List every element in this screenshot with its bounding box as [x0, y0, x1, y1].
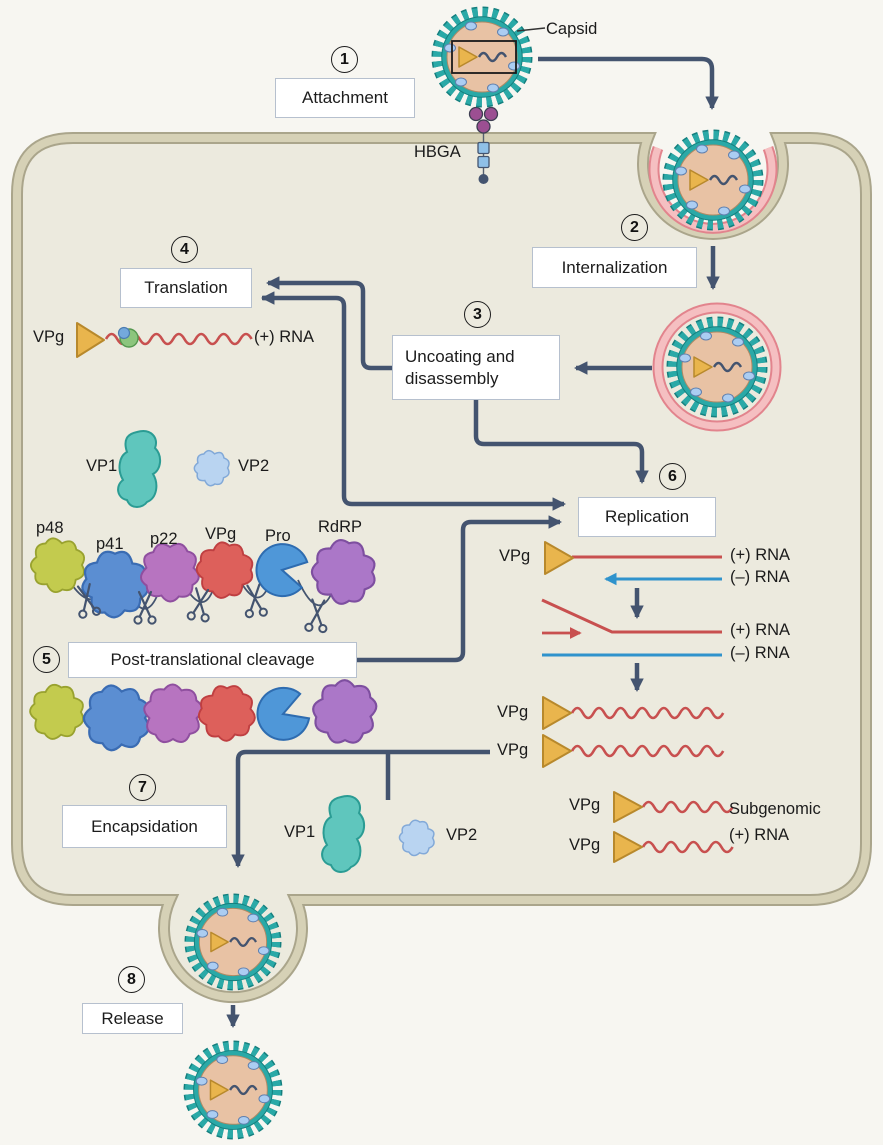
virion-released: [190, 1047, 276, 1133]
cell-membrane: [11, 132, 872, 1004]
step-box-attachment: Attachment: [275, 78, 415, 118]
step-box-uncoating: Uncoating and disassembly: [392, 335, 560, 400]
step-box-encapsidation: Encapsidation: [62, 805, 227, 848]
step-number-3: 3: [464, 301, 491, 328]
step-box-release: Release: [82, 1003, 183, 1034]
flow-arrows: [226, 56, 720, 1029]
endosome-ring: [652, 302, 782, 432]
label-subgenomic-rna: (+) RNA: [729, 826, 790, 844]
arrow-encapsidation: [231, 749, 490, 869]
label-p22: p22: [150, 530, 178, 548]
polyprotein-row: [29, 530, 386, 634]
arrow-uncoating-to-translation: [265, 276, 392, 371]
vpg-triangle-translation: [76, 322, 105, 358]
label-pro: Pro: [265, 527, 291, 545]
virion-in-endosome: [673, 323, 761, 411]
label-vp2-upper: VP2: [238, 457, 270, 475]
step-number-2: 2: [621, 214, 648, 241]
label-vp2-lower: VP2: [446, 826, 478, 844]
label-hbga: HBGA: [414, 143, 461, 161]
line-translation-replication: [262, 295, 560, 507]
label-rdrp: RdRP: [318, 518, 363, 536]
endocytic-cup: [648, 146, 778, 234]
label-vpg-replication: VPg: [499, 547, 531, 565]
step-number-8: 8: [118, 966, 145, 993]
capsid-callout: [451, 27, 546, 74]
label-plus-rna-translation: (+) RNA: [254, 328, 315, 346]
label-vpg-subgenomic-1: VPg: [569, 796, 601, 814]
fork-plus-rna: [541, 598, 722, 634]
step-box-cleavage: Post-translational cleavage: [68, 642, 357, 678]
label-minus-rna-replication: (–) RNA: [730, 568, 790, 586]
label-minus-rna-fork: (–) RNA: [730, 644, 790, 662]
label-p41: p41: [96, 535, 124, 553]
label-subgenomic: Subgenomic: [729, 800, 821, 818]
step-box-replication: Replication: [578, 497, 716, 537]
virion-budding: [191, 900, 275, 984]
label-p48: p48: [36, 519, 64, 537]
label-plus-rna-replication: (+) RNA: [730, 546, 791, 564]
vpg-triangle-genomic-1: [542, 696, 572, 730]
label-plus-rna-fork: (+) RNA: [730, 621, 791, 639]
genomic-rna-wave-1: [570, 706, 725, 720]
step-number-4: 4: [171, 236, 198, 263]
step-number-7: 7: [129, 774, 156, 801]
step-box-internalization: Internalization: [532, 247, 697, 288]
step-number-1: 1: [331, 46, 358, 73]
virion-attaching: [669, 136, 757, 224]
label-vpg-genomic-2: VPg: [497, 741, 529, 759]
arrow-cleavage-to-replication: [357, 515, 563, 663]
arrow-uncoating-to-replication: [473, 400, 649, 485]
label-capsid: Capsid: [546, 20, 598, 38]
label-vpg-genomic-1: VPg: [497, 703, 529, 721]
vpg-triangle-subgenomic-1: [613, 791, 643, 823]
label-vp1-upper: VP1: [86, 457, 118, 475]
rna-strands: [104, 332, 734, 854]
arrow-attach-to-entry: [538, 56, 719, 111]
vpg-triangle-subgenomic-2: [613, 831, 643, 863]
step-number-5: 5: [33, 646, 60, 673]
label-vpg-subgenomic-2: VPg: [569, 836, 601, 854]
subgenomic-rna-wave-1: [641, 800, 734, 814]
subgenomic-rna-wave-2: [641, 840, 734, 854]
label-vp1-lower: VP1: [284, 823, 316, 841]
label-vpg-translation: VPg: [33, 328, 65, 346]
hbga-receptor: [468, 106, 499, 184]
vpg-triangle-genomic-2: [542, 734, 572, 768]
genomic-rna-wave-2: [570, 744, 725, 758]
vpg-triangles: [76, 322, 643, 863]
step-box-translation: Translation: [120, 268, 252, 308]
vpg-triangle-replication: [544, 541, 574, 575]
step-number-6: 6: [659, 463, 686, 490]
ribosome-icon: [117, 326, 139, 348]
label-vpg-polyprotein: VPg: [205, 525, 237, 543]
